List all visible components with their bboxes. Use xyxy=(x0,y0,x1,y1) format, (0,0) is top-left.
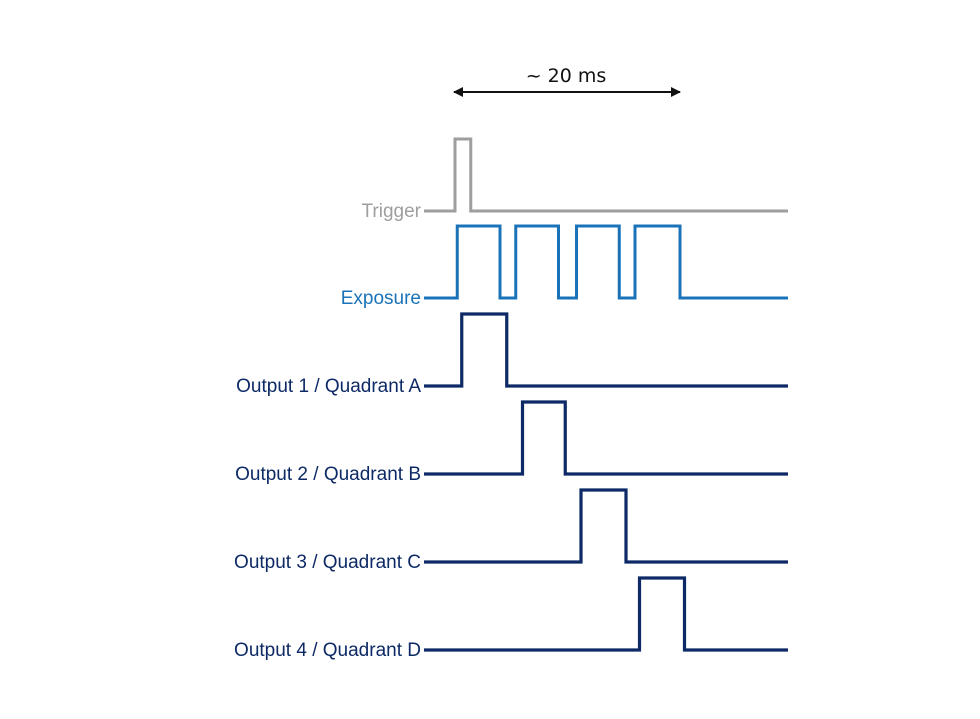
pulse-4 xyxy=(635,226,680,298)
signal-output-3: Output 3 / Quadrant C xyxy=(234,488,788,573)
waveform xyxy=(424,576,788,652)
pulse-1 xyxy=(523,402,566,474)
waveform xyxy=(424,224,788,300)
pulse-2 xyxy=(516,226,559,298)
pulse-1 xyxy=(457,226,500,298)
signal-label: Output 1 / Quadrant A xyxy=(236,376,421,397)
signal-output-2: Output 2 / Quadrant B xyxy=(235,400,788,485)
signal-exposure: Exposure xyxy=(341,224,788,309)
pulse-3 xyxy=(577,226,620,298)
waveform xyxy=(424,488,788,564)
signal-label: Output 4 / Quadrant D xyxy=(234,640,421,661)
signal-output-4: Output 4 / Quadrant D xyxy=(234,576,788,661)
pulse-1 xyxy=(455,139,471,211)
pulse-1 xyxy=(462,314,507,386)
duration-annotation: ~ 20 ms xyxy=(453,65,681,97)
waveform xyxy=(424,400,788,476)
pulse-1 xyxy=(640,578,685,650)
signal-label: Output 2 / Quadrant B xyxy=(235,464,421,485)
waveform xyxy=(424,137,788,213)
signal-output-1: Output 1 / Quadrant A xyxy=(236,312,788,397)
signal-label: Exposure xyxy=(341,288,421,309)
signal-label: Output 3 / Quadrant C xyxy=(234,552,421,573)
signal-label: Trigger xyxy=(362,201,422,222)
waveform xyxy=(424,312,788,388)
pulse-1 xyxy=(581,490,626,562)
duration-label: ~ 20 ms xyxy=(526,65,607,87)
signal-trigger: Trigger xyxy=(362,137,788,222)
